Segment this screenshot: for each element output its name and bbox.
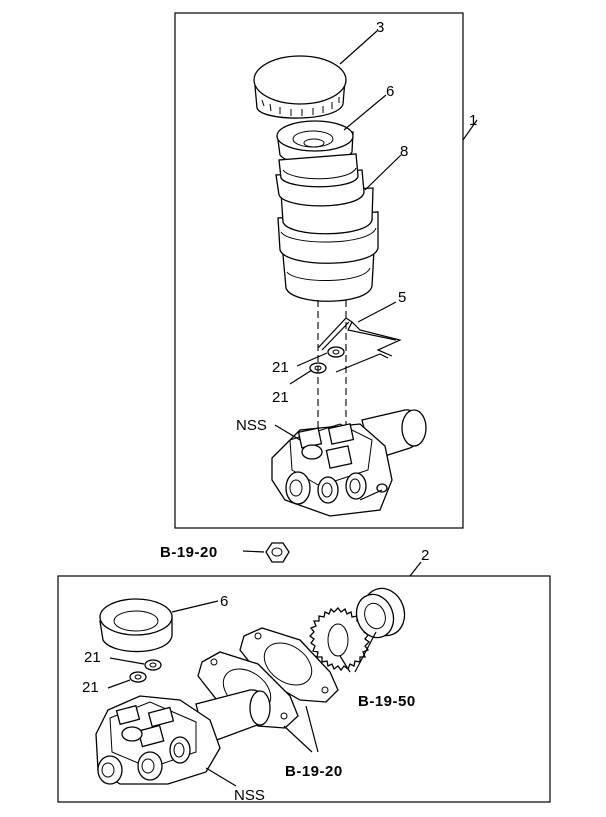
reservoir-clip — [317, 317, 402, 373]
callout-1: 1 — [469, 112, 477, 129]
callout-21-upper-a: 21 — [272, 359, 289, 376]
nut — [265, 542, 290, 563]
callout-2: 2 — [421, 547, 429, 564]
grommet-upper-a — [327, 346, 345, 358]
reservoir-body — [275, 153, 379, 302]
callout-6-upper: 6 — [386, 83, 394, 100]
grommet-lower-b — [129, 671, 147, 683]
ref-nut: B-19-20 — [160, 544, 218, 561]
assembly-2-frame — [57, 575, 551, 803]
master-cylinder-lower — [95, 689, 271, 785]
callout-8: 8 — [400, 143, 408, 160]
callout-3: 3 — [376, 19, 384, 36]
assembly-1-frame — [174, 12, 464, 529]
reservoir-boot-upper — [276, 120, 354, 166]
callout-21-upper-b: 21 — [272, 389, 289, 406]
oil-seal — [355, 587, 406, 639]
ref-gasket: B-19-20 — [285, 763, 343, 780]
callout-nss-lower: NSS — [234, 787, 265, 804]
callout-21-lower-b: 21 — [82, 679, 99, 696]
ref-seal: B-19-50 — [358, 693, 416, 710]
callout-6-lower: 6 — [220, 593, 228, 610]
reservoir-boot-lower — [99, 598, 173, 653]
callout-5: 5 — [398, 289, 406, 306]
callout-21-lower-a: 21 — [84, 649, 101, 666]
grommet-lower-a — [144, 659, 162, 671]
callout-nss-upper: NSS — [236, 417, 267, 434]
reservoir-cap — [253, 55, 347, 119]
master-cylinder-upper — [271, 409, 427, 517]
